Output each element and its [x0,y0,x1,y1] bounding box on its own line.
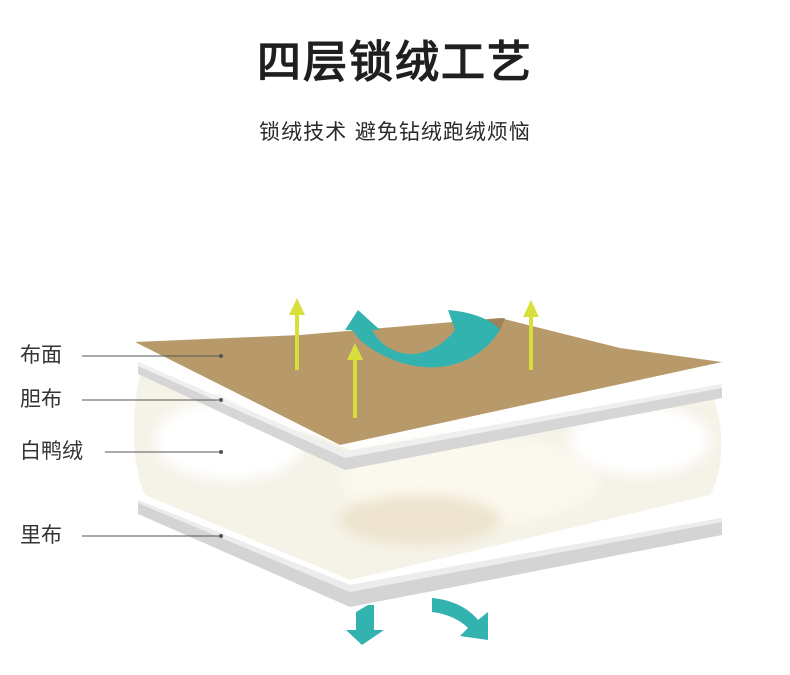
label-fabric-surface: 布面 [20,345,62,366]
label-lining: 里布 [20,525,62,546]
teal-curved-arrow-bottom-left [346,605,384,645]
teal-curved-arrow-bottom-right [432,598,488,640]
label-white-duck-down: 白鸭绒 [20,441,83,462]
label-inner-fabric: 胆布 [20,389,62,410]
